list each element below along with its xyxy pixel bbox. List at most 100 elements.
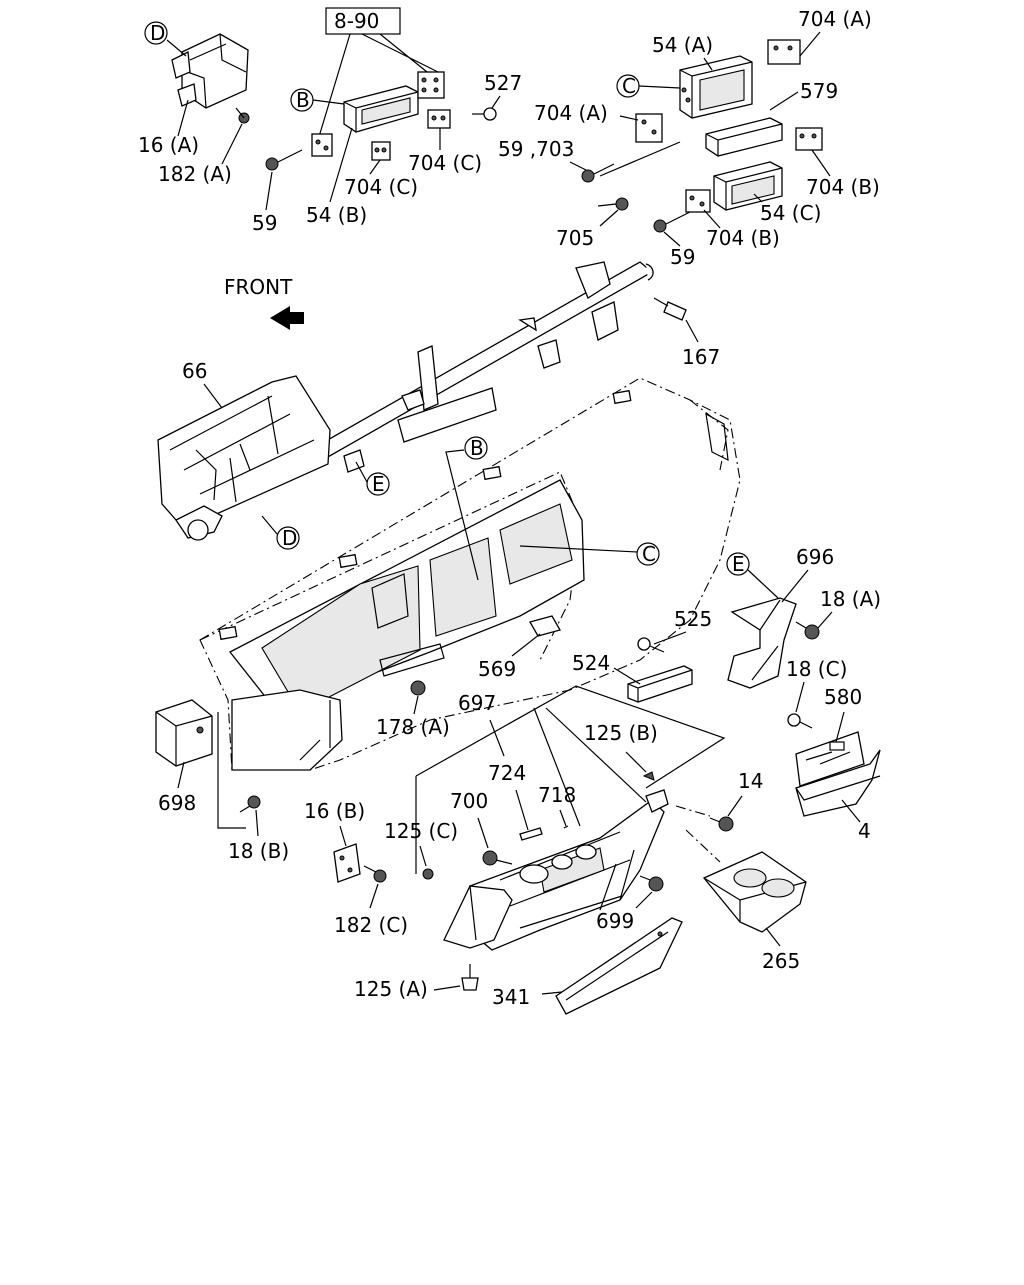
callout-c-top-letter: C	[622, 74, 636, 98]
glovebox-lid-left	[443, 885, 513, 949]
clip-upper	[417, 71, 445, 99]
pocket-54a	[679, 55, 753, 119]
leader	[166, 39, 187, 57]
pocket-54b	[343, 85, 419, 133]
front-arrow-icon	[270, 306, 304, 330]
label-704a-mid: 704 (A)	[534, 101, 608, 125]
bracket-16b	[333, 843, 361, 883]
label-125a: 125 (A)	[354, 977, 428, 1001]
clip-704b-b	[685, 189, 711, 213]
bolt-14	[709, 816, 734, 832]
label-54b: 54 (B)	[306, 203, 367, 227]
plate-580	[795, 731, 865, 787]
screw-182c	[363, 865, 387, 883]
label-718: 718	[538, 783, 576, 807]
label-66: 66	[182, 359, 207, 383]
cupholder-265	[702, 851, 807, 933]
front-label: FRONT	[224, 275, 293, 299]
clip-704c-a	[311, 133, 333, 157]
callout-e-mid	[366, 472, 390, 496]
label-54a: 54 (A)	[652, 33, 713, 57]
bolt-167	[653, 297, 687, 321]
callout-c-mid	[636, 542, 660, 566]
label-705: 705	[556, 226, 594, 250]
screw-182a	[235, 107, 250, 124]
label-125c: 125 (C)	[384, 819, 458, 843]
bolt-18a	[795, 621, 820, 640]
label-18b: 18 (B)	[228, 839, 289, 863]
bracket-696	[727, 597, 797, 689]
label-14: 14	[738, 769, 763, 793]
pocket-54c	[713, 161, 783, 211]
leader	[685, 829, 721, 863]
callout-b-top-letter: B	[296, 88, 310, 112]
callout-e-right	[726, 552, 750, 576]
callout-b-mid	[464, 436, 488, 460]
bracket-16a	[171, 33, 249, 109]
cover-4	[795, 749, 881, 817]
label-524: 524	[572, 651, 610, 675]
bolt-699	[639, 875, 664, 892]
bolt-18b	[239, 795, 261, 813]
callout-b-mid-letter: B	[470, 436, 484, 460]
label-696: 696	[796, 545, 834, 569]
label-704c-a: 704 (C)	[344, 175, 418, 199]
label-16b: 16 (B)	[304, 799, 365, 823]
label-59-right: 59	[670, 245, 695, 269]
ref-box-label: 8-90	[334, 9, 379, 33]
label-580: 580	[824, 685, 862, 709]
bolt-525	[637, 637, 665, 653]
clip-125b	[642, 771, 655, 781]
callout-d-mid-letter: D	[282, 526, 297, 550]
label-167: 167	[682, 345, 720, 369]
part-724	[519, 827, 543, 841]
label-699: 699	[596, 909, 634, 933]
callout-e-mid-letter: E	[372, 472, 385, 496]
callout-c-mid-letter: C	[642, 542, 656, 566]
label-341: 341	[492, 985, 530, 1009]
screw-59-left	[265, 149, 303, 171]
clip-125c	[422, 868, 434, 880]
label-700: 700	[450, 789, 488, 813]
lid-341	[555, 917, 683, 1015]
label-698: 698	[158, 791, 196, 815]
dashboard-body	[199, 377, 741, 771]
clip-704a-mid	[635, 113, 663, 143]
label-182c: 182 (C)	[334, 913, 408, 937]
label-704b-b: 704 (B)	[706, 226, 780, 250]
callout-d-top-letter: D	[150, 21, 165, 45]
callout-e-right-letter: E	[732, 552, 745, 576]
label-178a: 178 (A)	[376, 715, 450, 739]
label-704b-r: 704 (B)	[806, 175, 880, 199]
bezel-579	[705, 117, 783, 157]
label-704c-b: 704 (C)	[408, 151, 482, 175]
glovebox-housing	[469, 789, 669, 951]
nut-178a	[410, 680, 426, 696]
label-18a: 18 (A)	[820, 587, 881, 611]
leader	[675, 805, 711, 817]
label-54c: 54 (C)	[760, 201, 821, 225]
label-59-703: 59 ,703	[498, 137, 574, 161]
label-569: 569	[478, 657, 516, 681]
screw-59-right	[653, 211, 691, 233]
label-4: 4	[858, 819, 871, 843]
leader	[415, 685, 726, 789]
panel-524	[627, 665, 693, 703]
label-265: 265	[762, 949, 800, 973]
label-704a-top: 704 (A)	[798, 7, 872, 31]
clip-704a-top	[767, 39, 801, 65]
callout-d-top	[144, 21, 168, 45]
module-698	[155, 699, 213, 767]
leader	[599, 141, 681, 177]
label-182a: 182 (A)	[158, 162, 232, 186]
clip-704b-r	[795, 127, 823, 151]
bolt-700	[482, 850, 513, 866]
bracket-66	[157, 375, 331, 541]
part-718	[563, 825, 569, 829]
label-18c: 18 (C)	[786, 657, 847, 681]
label-527: 527	[484, 71, 522, 95]
clip-704c-c	[427, 109, 451, 129]
label-579: 579	[800, 79, 838, 103]
clip-704c-b	[371, 141, 391, 161]
